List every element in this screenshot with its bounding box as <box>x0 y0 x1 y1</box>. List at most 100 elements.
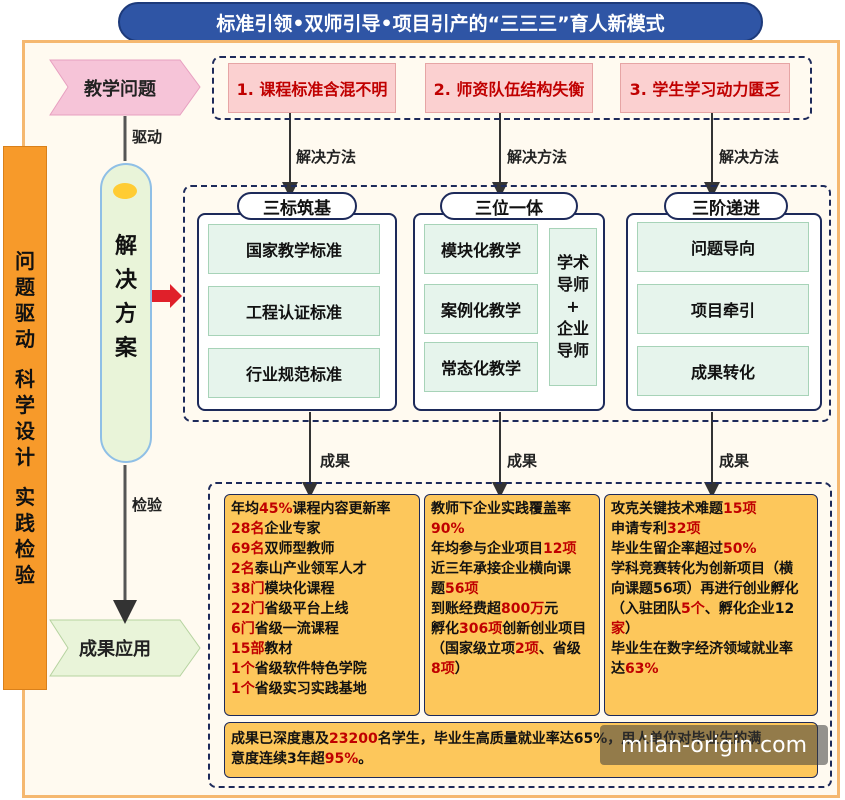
left-bar-char: 科 <box>15 367 35 391</box>
highlight-value: 90% <box>431 521 465 537</box>
result-line: 家） <box>611 619 811 639</box>
result-line: 学科竞赛转化为创新项目（横 <box>611 559 811 579</box>
text: 省级平台上线 <box>264 601 349 617</box>
text: 孵化 <box>431 621 459 637</box>
result-label-1: 成果 <box>320 452 351 470</box>
highlight-value: 15部 <box>231 641 265 657</box>
highlight-value: 69名 <box>231 541 265 557</box>
mentor-text: 导师 <box>556 275 589 294</box>
left-bar-char: 设 <box>15 419 35 443</box>
text: ） <box>454 661 469 677</box>
group2-side-mentors: 学术 导师 + 企业 导师 <box>549 228 597 386</box>
group2-item-3: 常态化教学 <box>424 342 538 392</box>
text: 年均参与企业项目 <box>431 541 543 557</box>
text: 毕业生在数字经济领域就业率 <box>611 641 793 657</box>
text: 省级实习实践基地 <box>254 681 367 697</box>
highlight-value: 56项 <box>445 581 479 597</box>
text: 元 <box>544 601 559 617</box>
result-line: 38门模块化课程 <box>231 579 413 599</box>
text: 成果已深度惠及 <box>231 731 329 747</box>
result-line: 到账经费超800万元 <box>431 599 593 619</box>
bottom-line-2: 意度连续3年超95%。 <box>231 749 811 769</box>
result-line: （入驻团队5个、孵化企业12 <box>611 599 811 619</box>
problem-item-1: 1. 课程标准含混不明 <box>228 63 396 113</box>
highlight-value: 63% <box>625 661 659 677</box>
solution-dot <box>113 183 137 199</box>
left-bar-char: 践 <box>15 511 35 535</box>
group3-item-1: 问题导向 <box>637 222 809 272</box>
text: 意度连续3年超 <box>231 751 325 767</box>
solution-char: 案 <box>114 336 137 361</box>
result-line: 题56项 <box>431 579 593 599</box>
result-line: 28名企业专家 <box>231 519 413 539</box>
left-bar-char: 问 <box>15 249 35 273</box>
text: 模块化课程 <box>264 581 335 597</box>
text: 、省级 <box>538 641 581 657</box>
mentor-text: + <box>566 297 580 316</box>
highlight-value: 95% <box>324 751 359 767</box>
solution-container <box>183 185 831 422</box>
outcome-arrow-shape <box>49 619 201 677</box>
group2-item-1: 模块化教学 <box>424 224 538 274</box>
highlight-value: 8项 <box>431 661 455 677</box>
result-line: 1个省级实习实践基地 <box>231 679 413 699</box>
result-label-2: 成果 <box>507 452 538 470</box>
text: 毕业生留企率超过 <box>611 541 723 557</box>
text: 双师型教师 <box>264 541 335 557</box>
left-side-bar: 问题驱动科学设计实践检验 <box>3 146 47 690</box>
drive-label: 驱动 <box>132 128 163 146</box>
problem-label: 教学问题 <box>84 78 156 100</box>
method-label-1: 解决方法 <box>296 148 357 166</box>
left-bar-char: 题 <box>15 275 35 299</box>
solution-char: 方 <box>114 302 137 327</box>
result-line: 15部教材 <box>231 639 413 659</box>
text: 年均 <box>231 501 259 517</box>
text: （国家级立项 <box>431 641 515 657</box>
highlight-value: 1个 <box>231 681 255 697</box>
text: 、孵化企业12 <box>704 601 795 617</box>
result-line: （国家级立项2项、省级 <box>431 639 593 659</box>
highlight-value: 800万 <box>501 601 545 617</box>
result-line: 近三年承接企业横向课 <box>431 559 593 579</box>
problem-container <box>212 56 812 120</box>
text: 达 <box>611 661 625 677</box>
highlight-value: 5个 <box>681 601 705 617</box>
highlight-value: 45% <box>259 501 293 517</box>
group-title-1: 三标筑基 <box>237 192 357 220</box>
group3-item-3: 成果转化 <box>637 346 809 396</box>
text: 泰山产业领军人才 <box>254 561 367 577</box>
highlight-value: 6门 <box>231 621 255 637</box>
text: 题 <box>431 581 445 597</box>
text: 向课题56项）再进行创业孵化 <box>611 581 799 597</box>
highlight-value: 28名 <box>231 521 265 537</box>
problem-item-3: 3. 学生学习动力匮乏 <box>620 63 790 113</box>
text: 课程内容更新率 <box>292 501 391 517</box>
highlight-value: 38门 <box>231 581 265 597</box>
text: 学科竞赛转化为创新项目（横 <box>611 561 793 577</box>
mentor-text: 学术 <box>556 253 589 272</box>
highlight-value: 32项 <box>667 521 701 537</box>
result-line: 22门省级平台上线 <box>231 599 413 619</box>
group2-item-2: 案例化教学 <box>424 284 538 334</box>
highlight-value: 2名 <box>231 561 255 577</box>
result-line: 1个省级软件特色学院 <box>231 659 413 679</box>
highlight-value: 1个 <box>231 661 255 677</box>
highlight-value: 306项 <box>459 621 503 637</box>
result-box-3: 攻克关键技术难题15项申请专利32项毕业生留企率超过50%学科竞赛转化为创新项目… <box>604 494 818 716</box>
text: 省级软件特色学院 <box>254 661 367 677</box>
watermark: milan-origin.com <box>600 725 828 765</box>
method-label-3: 解决方法 <box>719 148 780 166</box>
mentor-text: 导师 <box>556 341 589 360</box>
left-bar-char: 验 <box>15 563 35 587</box>
problem-item-2: 2. 师资队伍结构失衡 <box>425 63 593 113</box>
page-title: 标准引领•双师引导•项目引产的“三三三”育人新模式 <box>118 2 763 42</box>
left-bar-char: 检 <box>15 537 35 561</box>
result-line: 年均参与企业项目12项 <box>431 539 593 559</box>
text: 。 <box>358 751 373 767</box>
highlight-value: 15项 <box>723 501 757 517</box>
method-label-2: 解决方法 <box>507 148 568 166</box>
result-box-1: 年均45%课程内容更新率 28名企业专家 69名双师型教师 2名泰山产业领军人才 38门… <box>224 494 420 716</box>
group-title-2: 三位一体 <box>440 192 578 220</box>
